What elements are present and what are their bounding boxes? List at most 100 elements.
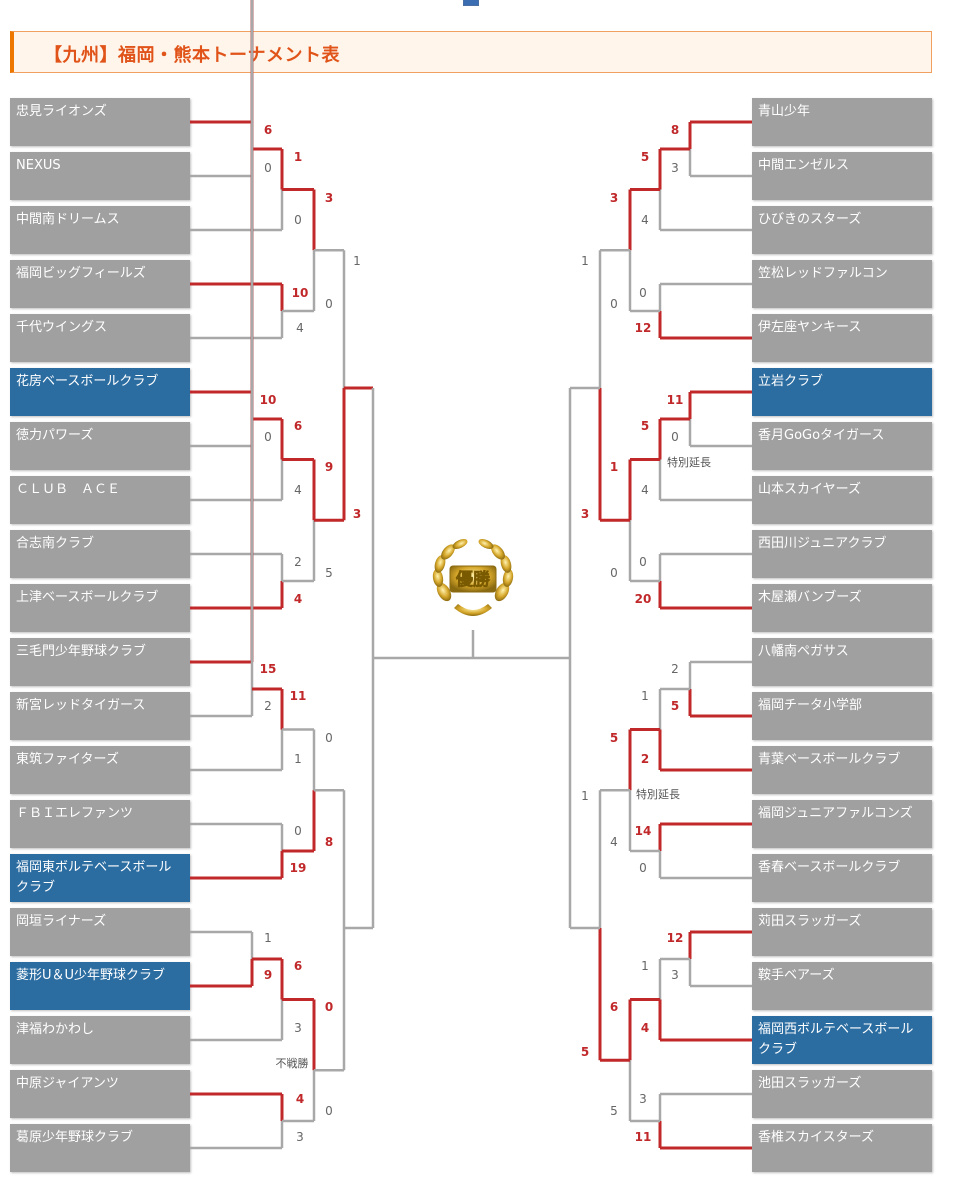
team-box-left[interactable]: 新宮レッドタイガース xyxy=(10,692,190,740)
team-box-left[interactable]: ＦＢＩエレファンツ xyxy=(10,800,190,848)
page-title: 【九州】福岡・熊本トーナメント表 xyxy=(44,45,340,66)
team-box-right[interactable]: 木屋瀬バンブーズ xyxy=(752,584,932,632)
team-box-left[interactable]: 千代ウイングス xyxy=(10,314,190,362)
score-label: 5 xyxy=(641,150,649,164)
score-label: 0 xyxy=(610,566,618,580)
score-label: 12 xyxy=(667,931,684,945)
team-box-left[interactable]: 花房ベースボールクラブ xyxy=(10,368,190,416)
score-label: 4 xyxy=(641,1021,649,1035)
team-box-right[interactable]: 香椎スカイスターズ xyxy=(752,1124,932,1172)
score-label: 4 xyxy=(294,592,302,606)
team-box-left[interactable]: 上津ベースボールクラブ xyxy=(10,584,190,632)
score-label: 2 xyxy=(294,555,302,569)
score-label: 5 xyxy=(610,731,618,745)
score-label: 0 xyxy=(294,213,302,227)
score-label: 9 xyxy=(264,968,272,982)
score-label: 5 xyxy=(610,1104,618,1118)
team-box-right[interactable]: 苅田スラッガーズ xyxy=(752,908,932,956)
team-box-left[interactable]: 中原ジャイアンツ xyxy=(10,1070,190,1118)
team-box-right[interactable]: ひびきのスターズ xyxy=(752,206,932,254)
score-label: 4 xyxy=(296,1092,304,1106)
team-box-left[interactable]: 徳力パワーズ xyxy=(10,422,190,470)
score-label: 10 xyxy=(260,393,277,407)
score-label: 2 xyxy=(671,662,679,676)
score-label: 3 xyxy=(325,191,333,205)
team-box-right[interactable]: 福岡チータ小学部 xyxy=(752,692,932,740)
team-box-left[interactable]: 岡垣ライナーズ xyxy=(10,908,190,956)
walkover-note: 不戦勝 xyxy=(276,1056,309,1070)
score-label: 3 xyxy=(294,1021,302,1035)
score-label: 6 xyxy=(610,1000,618,1014)
score-label: 0 xyxy=(294,824,302,838)
team-box-right[interactable]: 青山少年 xyxy=(752,98,932,146)
score-label: 3 xyxy=(581,507,589,521)
score-label: 0 xyxy=(264,161,272,175)
score-label: 15 xyxy=(260,662,277,676)
team-box-left[interactable]: 福岡ビッグフィールズ xyxy=(10,260,190,308)
score-label: 1 xyxy=(641,959,649,973)
team-box-right[interactable]: 池田スラッガーズ xyxy=(752,1070,932,1118)
score-label: 12 xyxy=(635,321,652,335)
team-box-right[interactable]: 笠松レッドファルコン xyxy=(752,260,932,308)
title-bar: 【九州】福岡・熊本トーナメント表 xyxy=(10,31,932,73)
score-label: 10 xyxy=(292,286,309,300)
score-label: 4 xyxy=(294,483,302,497)
team-box-left[interactable]: ＣＬＵＢ ＡＣＥ xyxy=(10,476,190,524)
team-box-left[interactable]: 東筑ファイターズ xyxy=(10,746,190,794)
score-label: 0 xyxy=(671,430,679,444)
team-box-right[interactable]: 立岩クラブ xyxy=(752,368,932,416)
team-box-right[interactable]: 福岡ジュニアファルコンズ xyxy=(752,800,932,848)
score-label: 2 xyxy=(641,752,649,766)
score-label: 5 xyxy=(641,419,649,433)
team-box-right[interactable]: 鞍手ベアーズ xyxy=(752,962,932,1010)
team-box-right[interactable]: 西田川ジュニアクラブ xyxy=(752,530,932,578)
page-icon xyxy=(463,0,479,6)
team-box-right[interactable]: 山本スカイヤーズ xyxy=(752,476,932,524)
score-label: 3 xyxy=(671,968,679,982)
score-label: 3 xyxy=(353,507,361,521)
team-box-left[interactable]: 合志南クラブ xyxy=(10,530,190,578)
team-box-right[interactable]: 八幡南ペガサス xyxy=(752,638,932,686)
team-box-left[interactable]: 忠見ライオンズ xyxy=(10,98,190,146)
score-label: 1 xyxy=(294,752,302,766)
score-label: 4 xyxy=(641,213,649,227)
score-label: 1 xyxy=(294,150,302,164)
score-label: 0 xyxy=(610,297,618,311)
score-label: 0 xyxy=(325,1000,333,1014)
team-box-right[interactable]: 中間エンゼルス xyxy=(752,152,932,200)
team-box-left[interactable]: 津福わかわし xyxy=(10,1016,190,1064)
score-label: 0 xyxy=(325,1104,333,1118)
team-box-right[interactable]: 香春ベースボールクラブ xyxy=(752,854,932,902)
score-label: 19 xyxy=(290,861,307,875)
score-label: 9 xyxy=(325,460,333,474)
team-box-left[interactable]: 三毛門少年野球クラブ xyxy=(10,638,190,686)
team-box-right[interactable]: 福岡西ボルテベースボールクラブ xyxy=(752,1016,932,1064)
score-label: 1 xyxy=(641,689,649,703)
score-label: 6 xyxy=(264,123,272,137)
score-label: 3 xyxy=(671,161,679,175)
team-box-right[interactable]: 青葉ベースボールクラブ xyxy=(752,746,932,794)
score-label: 1 xyxy=(581,789,589,803)
team-box-right[interactable]: 香月GoGoタイガース xyxy=(752,422,932,470)
score-label: 5 xyxy=(671,699,679,713)
score-label: 1 xyxy=(581,254,589,268)
team-box-left[interactable]: 葛原少年野球クラブ xyxy=(10,1124,190,1172)
team-box-left[interactable]: NEXUS xyxy=(10,152,190,200)
score-label: 0 xyxy=(639,286,647,300)
team-box-left[interactable]: 福岡東ボルテベースボールクラブ xyxy=(10,854,190,902)
score-label: 6 xyxy=(294,959,302,973)
score-label: 20 xyxy=(635,592,652,606)
score-label: 3 xyxy=(296,1130,304,1144)
score-label: 1 xyxy=(353,254,361,268)
score-label: 11 xyxy=(667,393,684,407)
score-label: 5 xyxy=(581,1045,589,1059)
team-box-right[interactable]: 伊左座ヤンキース xyxy=(752,314,932,362)
score-label: 14 xyxy=(635,824,652,838)
extra-inning-note: 特別延長 xyxy=(636,787,680,801)
score-label: 6 xyxy=(294,419,302,433)
score-label: 11 xyxy=(635,1130,652,1144)
team-box-left[interactable]: 中間南ドリームス xyxy=(10,206,190,254)
team-box-left[interactable]: 菱形U＆U少年野球クラブ xyxy=(10,962,190,1010)
score-label: 4 xyxy=(610,835,618,849)
